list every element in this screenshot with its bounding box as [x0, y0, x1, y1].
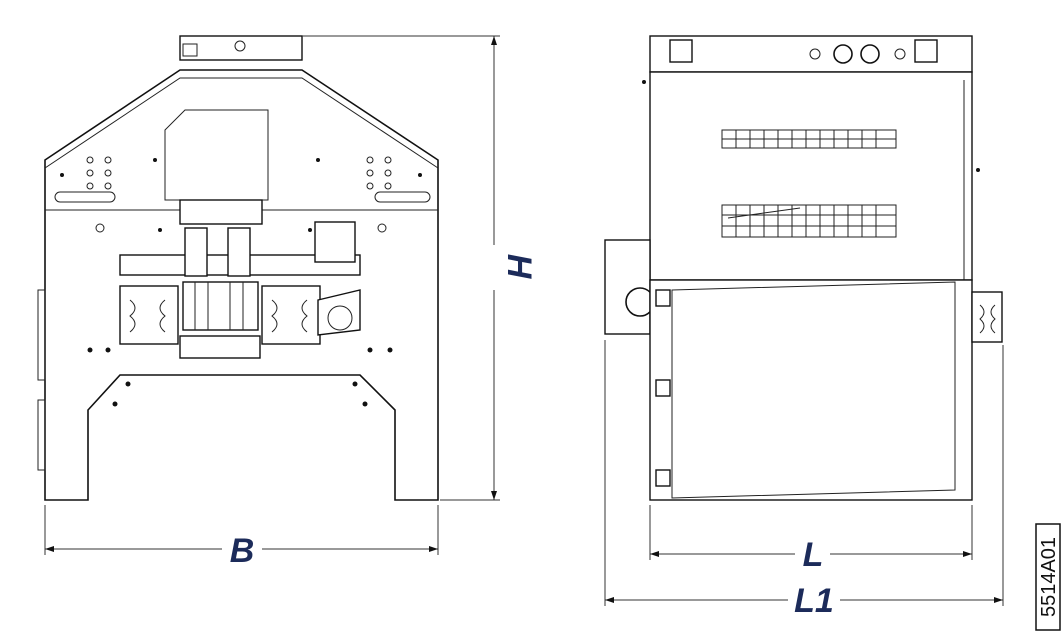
dimension-b: B	[44, 505, 439, 570]
dimension-l1: L1	[604, 340, 1004, 620]
dimension-l: L	[649, 505, 973, 574]
vent-grille-lower	[721, 204, 897, 238]
side-view	[604, 35, 1003, 501]
lower-housing	[649, 279, 973, 501]
left-lift-bracket	[669, 39, 693, 63]
gear-housing	[314, 221, 356, 263]
left-hole-pattern	[60, 156, 112, 233]
front-body-outline	[44, 69, 439, 501]
length-label: L	[803, 536, 824, 574]
overall-length-label: L1	[794, 582, 834, 620]
upper-housing	[649, 71, 973, 281]
width-label: B	[230, 532, 255, 570]
right-lift-bracket	[914, 39, 938, 63]
vent-grille-upper	[721, 129, 897, 149]
motor-cover	[317, 289, 361, 336]
right-side-bracket	[971, 291, 1003, 343]
top-mount-plate	[179, 35, 303, 61]
reference-code-box: 5514A01	[1035, 523, 1061, 631]
inner-window	[164, 109, 269, 201]
bolt-dots	[87, 158, 393, 407]
right-hole-pattern	[366, 156, 422, 233]
lower-roller	[179, 335, 261, 359]
upper-roller	[179, 199, 263, 225]
reference-code: 5514A01	[1038, 537, 1060, 617]
left-slot	[54, 191, 116, 203]
right-slot	[374, 191, 431, 203]
dimension-h: H	[302, 35, 538, 501]
height-label: H	[500, 254, 538, 280]
rear-box	[604, 239, 651, 335]
right-spring-block	[261, 285, 321, 345]
left-spring-block	[119, 285, 179, 345]
mount-hole	[234, 40, 246, 52]
center-clamp	[182, 281, 259, 331]
left-hinge	[37, 289, 46, 381]
front-view	[37, 35, 439, 501]
